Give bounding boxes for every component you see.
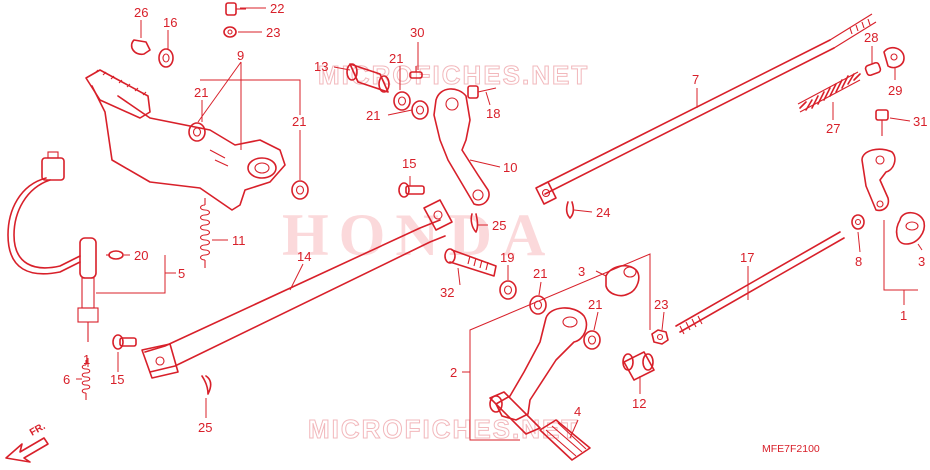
watermark-top: MICROFICHES.NET xyxy=(318,60,589,90)
front-direction-arrow: FR. xyxy=(5,421,49,463)
collar-12 xyxy=(622,351,655,381)
callout-4: 4 xyxy=(574,404,581,419)
washer-16 xyxy=(158,48,174,68)
washer-21-b xyxy=(291,180,309,200)
gearshift-pedal-2 xyxy=(489,307,588,435)
clip-20 xyxy=(106,250,124,260)
callout-21-c: 21 xyxy=(389,51,403,66)
callout-1-left: 1 xyxy=(83,352,90,367)
callout-3-mid: 3 xyxy=(578,264,585,279)
callout-31: 31 xyxy=(913,114,927,129)
leader-lines xyxy=(76,7,923,441)
collar-28 xyxy=(864,61,882,77)
callout-23-top: 23 xyxy=(266,25,280,40)
clip-26 xyxy=(130,39,151,56)
callout-30: 30 xyxy=(410,25,424,40)
diagram-code: MFE7F2100 xyxy=(762,443,820,455)
washer-21-d xyxy=(411,100,429,120)
spring-6 xyxy=(81,360,91,400)
bolt-31 xyxy=(875,109,889,136)
callout-11: 11 xyxy=(232,233,246,248)
brake-pedal xyxy=(85,69,286,211)
joint-1-right xyxy=(861,148,896,212)
pin-15-mid xyxy=(398,182,425,198)
callout-7: 7 xyxy=(692,72,699,87)
washer-21-a xyxy=(188,122,206,142)
cotter-pin-25-a xyxy=(470,213,479,233)
callout-1-right: 1 xyxy=(900,308,907,323)
callout-22: 22 xyxy=(270,1,284,16)
callout-13: 13 xyxy=(314,59,328,74)
rod-14 xyxy=(141,199,453,379)
watermark-honda: HONDA xyxy=(282,202,555,268)
callout-32: 32 xyxy=(440,285,454,300)
cotter-pin-24 xyxy=(565,201,575,219)
washer-19 xyxy=(499,280,517,300)
callout-14: 14 xyxy=(297,249,311,264)
callout-21-e: 21 xyxy=(533,266,547,281)
bolt-22 xyxy=(225,2,246,16)
spring-11 xyxy=(199,198,211,268)
callout-10: 10 xyxy=(503,160,517,175)
collar-13 xyxy=(346,63,390,93)
callout-9: 9 xyxy=(237,48,244,63)
callout-28: 28 xyxy=(864,30,878,45)
callout-21-b: 21 xyxy=(292,114,306,129)
callout-21-a: 21 xyxy=(194,85,208,100)
pedal-rubber-4 xyxy=(539,419,591,461)
callout-17: 17 xyxy=(740,250,754,265)
callout-25-b: 25 xyxy=(198,420,212,435)
washer-21-f xyxy=(583,330,601,350)
arm-10 xyxy=(433,88,490,206)
callout-8: 8 xyxy=(855,254,862,269)
callout-6: 6 xyxy=(63,372,70,387)
callout-21-d: 21 xyxy=(366,108,380,123)
spring-27 xyxy=(797,71,861,113)
callout-20: 20 xyxy=(134,248,148,263)
nut-23-lower xyxy=(651,329,669,345)
bolt-32 xyxy=(444,248,497,277)
callout-26: 26 xyxy=(134,5,148,20)
callout-24: 24 xyxy=(596,205,610,220)
callout-5: 5 xyxy=(178,266,185,281)
callout-2: 2 xyxy=(450,365,457,380)
callout-15-mid: 15 xyxy=(402,156,416,171)
rod-17 xyxy=(675,231,845,335)
rod-7 xyxy=(535,13,877,205)
washer-21-c xyxy=(393,91,411,111)
direction-label: FR. xyxy=(28,421,48,439)
pin-15-left xyxy=(112,334,137,350)
callout-25-a: 25 xyxy=(492,218,506,233)
nut-23-top xyxy=(223,26,237,38)
cotter-pin-25-b xyxy=(201,375,212,395)
nut-8 xyxy=(851,214,865,230)
callout-16: 16 xyxy=(163,15,177,30)
callout-12: 12 xyxy=(632,396,646,411)
callouts: 26 16 22 23 9 21 21 13 30 21 21 18 10 7 … xyxy=(63,1,927,435)
screw-30 xyxy=(409,66,423,79)
callout-21-f: 21 xyxy=(588,297,602,312)
callout-19: 19 xyxy=(500,250,514,265)
ball-joint-3-right xyxy=(895,211,926,245)
callout-23-lower: 23 xyxy=(654,297,668,312)
pivot-29 xyxy=(883,46,905,69)
watermark-bottom: MICROFICHES.NET xyxy=(308,414,579,444)
brake-switch-5 xyxy=(7,151,99,342)
callout-29: 29 xyxy=(888,83,902,98)
callout-18: 18 xyxy=(486,106,500,121)
callout-3-right: 3 xyxy=(918,254,925,269)
callout-15-left: 15 xyxy=(110,372,124,387)
callout-27: 27 xyxy=(826,121,840,136)
bolt-18 xyxy=(467,85,497,99)
